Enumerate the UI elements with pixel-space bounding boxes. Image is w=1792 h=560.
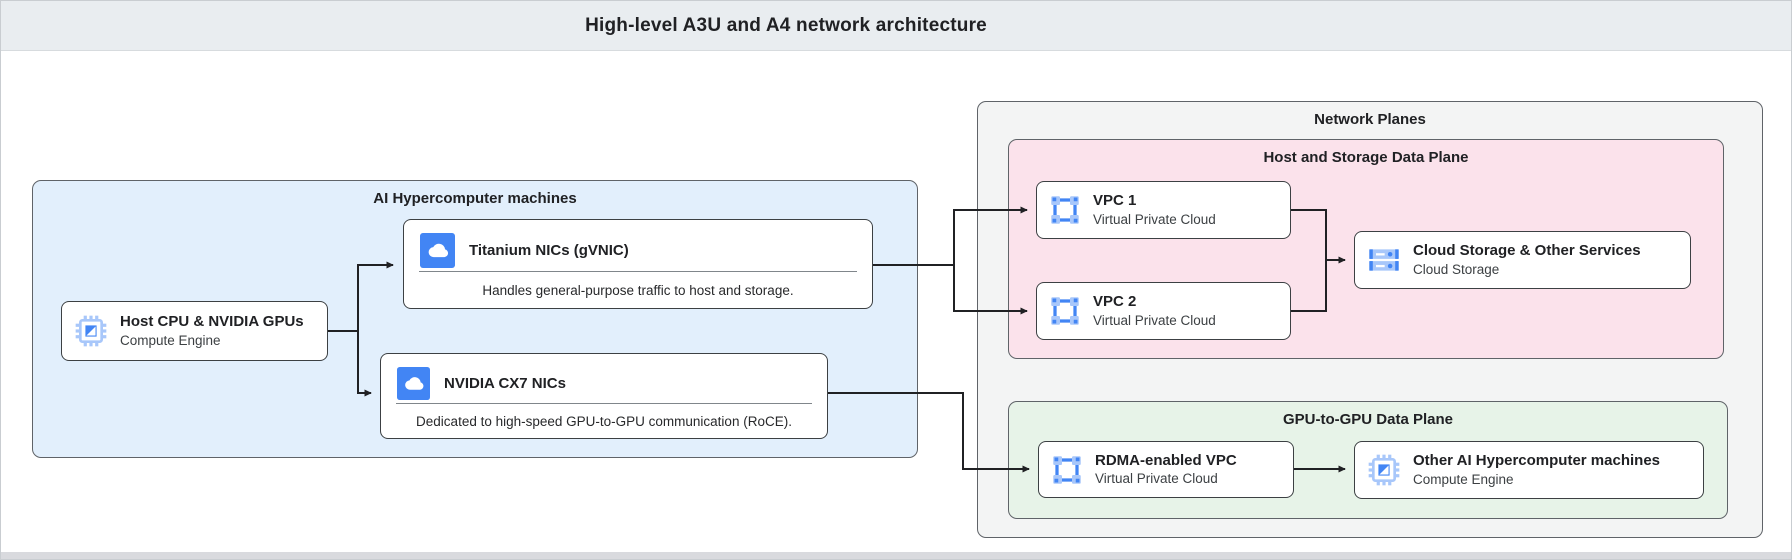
cloud-icon (420, 233, 455, 269)
vpc-icon (1050, 195, 1080, 225)
title-bar: High-level A3U and A4 network architectu… (1, 1, 1791, 51)
node-subtitle: Virtual Private Cloud (1093, 312, 1216, 328)
node-titanium-nics: Titanium NICs (gVNIC) Handles general-pu… (403, 219, 873, 309)
group-label: Host and Storage Data Plane (1263, 149, 1469, 166)
node-vpc2: VPC 2 Virtual Private Cloud (1036, 282, 1291, 340)
group-label: AI Hypercomputer machines (373, 190, 577, 207)
compute-engine-chip-icon (1368, 454, 1400, 486)
cloud-storage-icon (1369, 249, 1399, 271)
group-label: GPU-to-GPU Data Plane (1282, 411, 1454, 428)
node-description: Dedicated to high-speed GPU-to-GPU commu… (416, 413, 792, 429)
node-cloud-storage: Cloud Storage & Other Services Cloud Sto… (1354, 231, 1691, 289)
group-label: Network Planes (1314, 111, 1426, 128)
node-title: VPC 1 (1093, 192, 1137, 210)
vpc-icon (1052, 454, 1082, 485)
node-title: Host CPU & NVIDIA GPUs (120, 313, 304, 331)
vpc-icon (1050, 296, 1080, 326)
cloud-icon (397, 367, 430, 401)
page-title: High-level A3U and A4 network architectu… (585, 15, 987, 36)
node-subtitle: Virtual Private Cloud (1095, 471, 1218, 487)
node-description: Handles general-purpose traffic to host … (482, 282, 794, 298)
node-title: RDMA-enabled VPC (1095, 451, 1237, 469)
node-other-ai-machines: Other AI Hypercomputer machines Compute … (1354, 441, 1704, 499)
node-title: Cloud Storage & Other Services (1413, 242, 1641, 260)
bottom-edge-strip (1, 552, 1791, 559)
node-host-cpu-gpus: Host CPU & NVIDIA GPUs Compute Engine (61, 301, 328, 361)
node-title: Other AI Hypercomputer machines (1413, 452, 1661, 470)
node-subtitle: Compute Engine (1413, 471, 1514, 487)
node-subtitle: Virtual Private Cloud (1093, 211, 1216, 227)
node-vpc1: VPC 1 Virtual Private Cloud (1036, 181, 1291, 239)
card-divider (419, 271, 857, 273)
node-title: VPC 2 (1093, 293, 1137, 311)
node-title: Titanium NICs (gVNIC) (469, 241, 629, 259)
node-subtitle: Compute Engine (120, 332, 221, 348)
node-subtitle: Cloud Storage (1413, 261, 1500, 277)
card-divider (396, 403, 812, 405)
node-title: NVIDIA CX7 NICs (444, 374, 566, 392)
node-nvidia-cx7-nics: NVIDIA CX7 NICs Dedicated to high-speed … (380, 353, 828, 439)
compute-engine-chip-icon (75, 315, 107, 347)
node-rdma-enabled-vpc: RDMA-enabled VPC Virtual Private Cloud (1038, 441, 1294, 498)
